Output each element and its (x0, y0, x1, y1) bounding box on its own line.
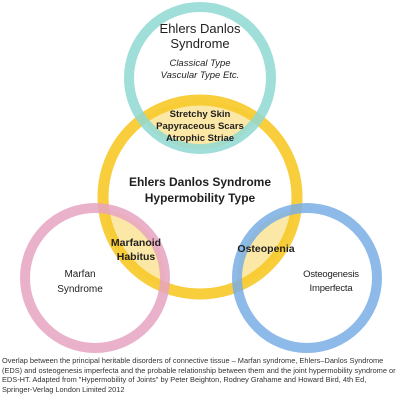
overlap-left-line2: Habitus (116, 250, 156, 263)
overlap-left-center (103, 208, 165, 294)
circle-ehlers-danlos-hypermobility (97, 94, 303, 300)
overlap-top-center (129, 100, 271, 149)
top-title-line2: Syndrome (170, 35, 230, 51)
overlap-fills (103, 100, 297, 294)
overlap-top-line2: Papyraceous Scars (156, 120, 244, 132)
overlap-right-line1: Osteopenia (237, 243, 295, 255)
top-title-line1: Ehlers Danlos (159, 21, 241, 36)
overlap-left-line1: Marfanoid (110, 237, 162, 249)
center-title-line1: Ehlers Danlos Syndrome (128, 175, 272, 189)
circle-marfan-syndrome (20, 203, 170, 353)
top-circle-title: Ehlers Danlos Syndrome (140, 21, 260, 52)
top-sub-line1: Classical Type (169, 58, 231, 69)
overlap-top-line3: Atrophic Striae (165, 132, 235, 144)
right-title-line2: Imperfecta (309, 283, 353, 295)
left-circle-title: Marfan Syndrome (40, 268, 120, 297)
circle-ehlers-danlos-classical (124, 2, 276, 154)
left-title-line1: Marfan (64, 269, 96, 280)
center-title-line2: Hypermobility Type (144, 190, 256, 205)
overlap-top-center-labels: Stretchy Skin Papyraceous Scars Atrophic… (130, 109, 270, 145)
figure-caption: Overlap between the principal heritable … (2, 356, 396, 394)
left-title-line2: Syndrome (57, 283, 103, 295)
right-title-line1: Osteogenesis (303, 269, 359, 280)
overlap-left-center-labels: Marfanoid Habitus (96, 237, 176, 264)
overlap-top-line1: Stretchy Skin (169, 109, 231, 120)
top-sub-line2: Vascular Type Etc. (160, 70, 240, 82)
top-circle-subtitle: Classical Type Vascular Type Etc. (140, 58, 260, 83)
right-circle-title: Osteogenesis Imperfecta (286, 268, 376, 297)
circle-osteogenesis-imperfecta (232, 203, 382, 353)
overlap-right-center-labels: Osteopenia (226, 243, 306, 255)
overlap-right-center (237, 208, 297, 294)
center-circle-title: Ehlers Danlos Syndrome Hypermobility Typ… (100, 175, 300, 206)
